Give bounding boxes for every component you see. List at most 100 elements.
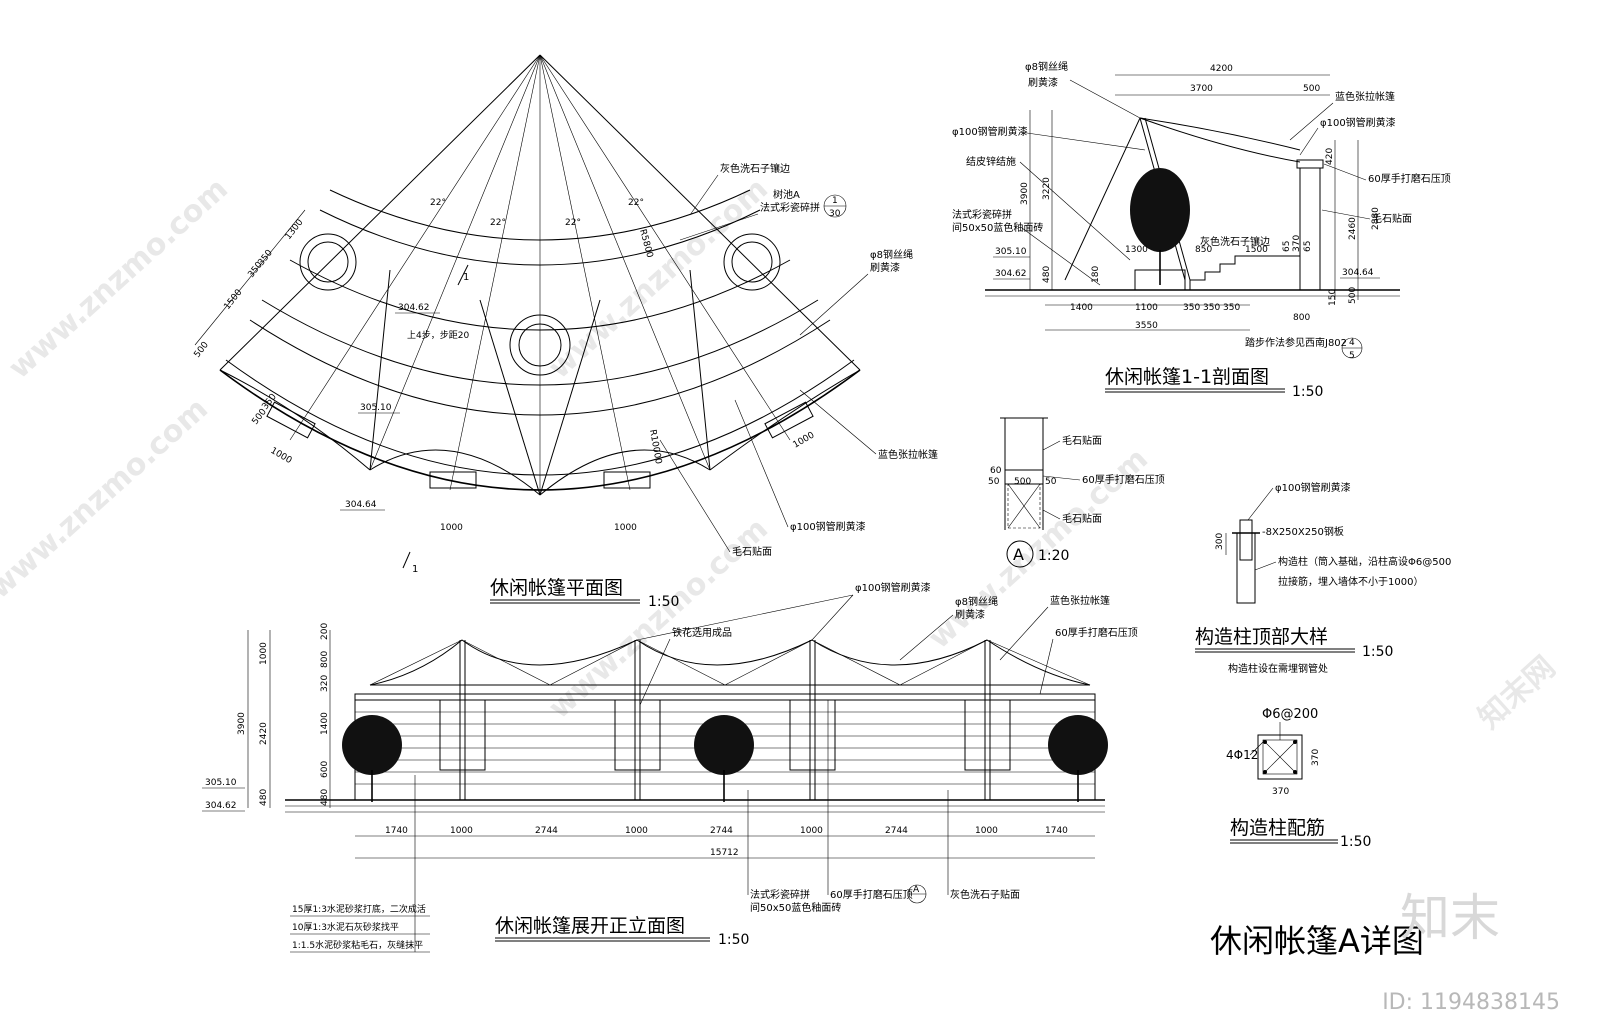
watermark-image-id: ID: 1194838145 [1382,990,1560,1015]
elevation-layer-notes: 15厚1:3水泥砂浆打底，二次成活 10厚1:3水泥石灰砂浆找平 1:1.5水泥… [290,775,430,953]
elevation-note-cable: φ8钢丝绳 [955,595,998,608]
svg-text:2744: 2744 [710,826,733,836]
elevation-note-paint: 刷黄漆 [955,608,985,621]
svg-text:3550: 3550 [1135,321,1158,331]
plan-note-cable: φ8钢丝绳 [870,248,913,261]
section-note-coping: 60厚手打磨石压顶 [1368,172,1451,185]
column-rebar-main: 4Φ12 [1226,748,1258,762]
plan-left-dims: 1300 1500 350 350 500 500 350 1000 1000 … [192,209,817,533]
svg-text:1000: 1000 [625,826,648,836]
svg-text:304.64: 304.64 [1342,268,1374,278]
section-note-tent: 蓝色张拉帐篷 [1335,90,1395,103]
svg-text:2460: 2460 [1348,217,1358,240]
column-top-scale: 1:50 [1362,644,1393,660]
elevation-note-tile-2: 间50x50蓝色釉面砖 [750,901,841,914]
column-top-note-plate: -8X250X250钢板 [1262,525,1344,538]
detail-a-label: A [1013,545,1024,564]
svg-text:320: 320 [320,675,330,692]
elevation-note-grille: 铁花选用成品 [672,626,732,639]
elevation-coping [354,693,1096,701]
section-note-tile-2: 间50x50蓝色釉面砖 [952,221,1043,234]
svg-text:4200: 4200 [1210,64,1233,74]
section-scale: 1:50 [1292,384,1323,400]
elevation-view: 1000 3900 480 2420 200 800 320 1400 600 … [202,581,1138,953]
plan-benches [266,401,814,489]
plan-note-tile: 法式彩瓷碎拼 [760,201,820,214]
svg-text:800: 800 [1293,313,1310,323]
section-note-rubble: 毛石贴面 [1372,212,1412,225]
column-top-note-tie: 拉接筋，埋入墙体不小于1000） [1278,575,1423,588]
plan-radial-lines [219,54,861,495]
svg-text:480: 480 [259,789,269,806]
section-note-cable: φ8钢丝绳 [1025,60,1068,73]
plan-radius-2: R10000 [647,429,663,465]
column-rebar-scale: 1:50 [1340,834,1371,850]
svg-text:1400: 1400 [320,712,330,735]
svg-text:420: 420 [1325,148,1335,165]
column-top-note-column: 构造柱（筒入基础，沿柱高设Φ6@500 [1278,555,1451,568]
svg-text:180: 180 [1091,266,1101,283]
plan-note-rubble: 毛石贴面 [732,545,772,558]
sheet-title: 休闲帐篷A详图 [1210,922,1424,960]
svg-text:1000: 1000 [440,523,463,533]
detail-a-note-3: 毛石贴面 [1062,512,1102,525]
section-cable [1064,117,1141,281]
plan-angle-4: 22° [628,198,644,208]
svg-text:1300: 1300 [283,217,305,241]
svg-text:304.62: 304.62 [205,801,237,811]
elevation-note-coping: 60厚手打磨石压顶 [830,888,913,901]
svg-text:600: 600 [320,761,330,778]
elevation-masts [459,640,991,800]
svg-text:350: 350 [1203,303,1220,313]
column-top-title: 构造柱顶部大样 [1195,626,1328,648]
section-note-tile: 法式彩瓷碎拼 [952,208,1012,221]
watermark-brand: 知末 [1400,889,1500,947]
svg-text:1: 1 [832,196,838,206]
svg-text:305.10: 305.10 [995,247,1027,257]
svg-text:800: 800 [320,651,330,668]
svg-text:15712: 15712 [710,848,739,858]
svg-text:3900: 3900 [237,712,247,735]
svg-text:370: 370 [1292,235,1302,252]
svg-text:2420: 2420 [259,722,269,745]
svg-text:30: 30 [829,209,841,219]
plan-tree-pits [299,233,781,376]
elevation-trees [342,715,1108,802]
plan-radius-1: R5800 [637,228,654,259]
plan-view: 22° 22° 22° 22° R5800 R10000 304.62 305.… [192,54,938,610]
section-note-steps: 踏步作法参见西南J802 [1245,336,1347,349]
section-steps [1189,255,1300,290]
svg-text:350: 350 [1223,303,1240,313]
svg-text:50: 50 [988,477,1000,487]
svg-text:1000: 1000 [800,826,823,836]
svg-text:350: 350 [1183,303,1200,313]
section-tent-fabric [1139,117,1301,151]
plan-steps-note: 上4步，步距20 [407,330,469,341]
svg-text:304.62: 304.62 [995,269,1027,279]
svg-text:1000: 1000 [259,642,269,665]
plan-note-pipe: φ100钢管刷黄漆 [790,520,866,533]
svg-text:370: 370 [1272,787,1289,797]
svg-text:1:1.5水泥砂浆粘毛石，灰缝抹平: 1:1.5水泥砂浆粘毛石，灰缝抹平 [292,939,423,951]
plan-tent-scallops [219,269,861,496]
svg-text:A: A [913,885,920,895]
plan-note-tent: 蓝色张拉帐篷 [878,448,938,461]
svg-text:65: 65 [1282,241,1292,252]
plan-angle-3: 22° [565,218,581,228]
plan-note-border: 灰色洗石子镶边 [720,162,790,175]
svg-text:1100: 1100 [1135,303,1158,313]
column-rebar-title: 构造柱配筋 [1230,817,1325,839]
svg-text:1000: 1000 [269,446,294,466]
section-note-pipe-left: φ100钢管刷黄漆 [952,125,1028,138]
section-wall [1299,167,1321,291]
svg-text:200: 200 [320,623,330,640]
section-note-paint: 刷黄漆 [1028,76,1058,89]
section-note-border: 灰色洗石子镶边 [1200,235,1270,248]
elevation-grille-panels [439,699,1011,771]
svg-text:4: 4 [1349,338,1355,348]
section-note-pipe-right: φ100钢管刷黄漆 [1320,116,1396,129]
svg-text:10厚1:3水泥石灰砂浆找平: 10厚1:3水泥石灰砂浆找平 [292,921,399,933]
svg-text:50: 50 [1045,477,1057,487]
elevation-scale: 1:50 [718,932,749,948]
section-tree [1130,168,1190,291]
